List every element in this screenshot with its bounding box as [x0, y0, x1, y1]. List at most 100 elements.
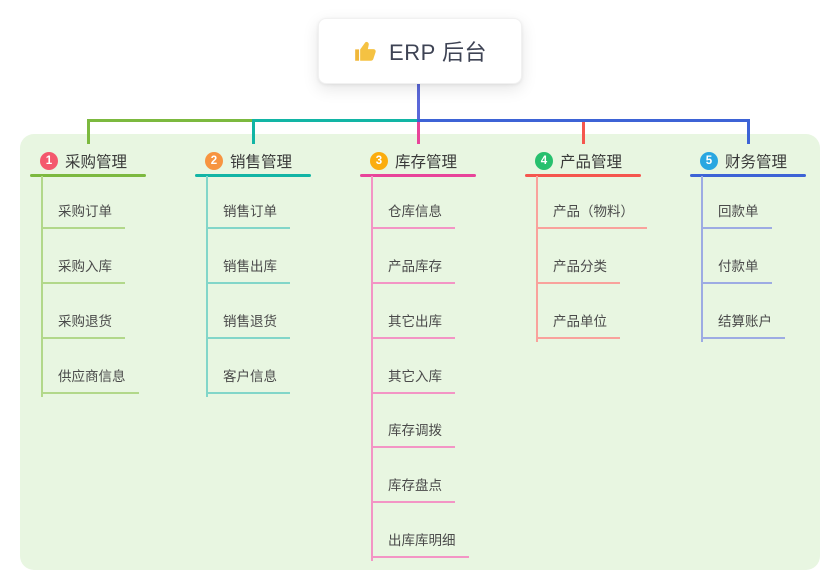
branch-header-2[interactable]: 2 销售管理	[195, 148, 311, 174]
child-label: 其它出库	[388, 313, 442, 329]
branch-children-connector	[371, 176, 373, 562]
child-node[interactable]: 出库库明细	[360, 503, 570, 558]
branch-drop-4	[581, 122, 585, 144]
child-node[interactable]: 结算账户	[690, 284, 839, 339]
child-underline: 采购退货	[41, 310, 125, 339]
child-label: 付款单	[718, 258, 759, 274]
branch-children: 产品（物料） 产品分类产品单位	[525, 174, 735, 339]
child-label: 产品（物料）	[553, 204, 634, 220]
branch-children: 销售订单销售出库销售退货客户信息	[195, 174, 405, 394]
branch-number-badge: 5	[700, 152, 718, 170]
branch-number-badge: 1	[40, 152, 58, 170]
bus-segment-1	[86, 118, 255, 122]
root-label: ERP 后台	[389, 40, 487, 65]
child-label: 结算账户	[718, 313, 772, 329]
mindmap-canvas	[20, 134, 820, 570]
child-label: 产品库存	[388, 258, 442, 274]
child-underline: 销售订单	[206, 200, 290, 230]
child-node[interactable]: 库存调拨	[360, 394, 570, 449]
child-underline: 其它出库	[371, 310, 455, 339]
child-node[interactable]: 其它入库	[360, 339, 570, 394]
child-underline: 采购入库	[41, 255, 125, 284]
child-underline: 产品单位	[536, 310, 620, 339]
child-underline: 库存盘点	[371, 474, 455, 504]
child-underline: 库存调拨	[371, 419, 455, 449]
branch-children: 回款单付款单结算账户	[690, 174, 839, 339]
child-underline: 产品库存	[371, 255, 455, 284]
branch-underline	[195, 174, 311, 177]
branch-children-connector	[41, 176, 43, 397]
child-label: 销售退货	[223, 313, 277, 329]
child-label: 供应商信息	[58, 368, 126, 384]
thumbs-up-icon	[353, 38, 379, 64]
branch-label: 库存管理	[395, 154, 458, 171]
child-underline: 出库库明细	[371, 529, 469, 558]
branch-header-3[interactable]: 3 库存管理	[360, 148, 476, 174]
child-node[interactable]: 供应商信息	[30, 339, 240, 394]
child-label: 库存盘点	[388, 478, 442, 494]
child-node[interactable]: 付款单	[690, 229, 839, 284]
child-underline: 结算账户	[701, 310, 785, 339]
child-node[interactable]: 产品单位	[525, 284, 735, 339]
branch-underline	[360, 174, 476, 177]
child-node[interactable]: 销售出库	[195, 229, 405, 284]
child-node[interactable]: 采购退货	[30, 284, 240, 339]
child-node[interactable]: 采购订单	[30, 174, 240, 230]
child-node[interactable]: 回款单	[690, 174, 839, 230]
child-node[interactable]: 采购入库	[30, 229, 240, 284]
child-underline: 供应商信息	[41, 365, 139, 394]
child-node[interactable]: 其它出库	[360, 284, 570, 339]
child-underline: 产品（物料）	[536, 200, 647, 230]
child-label: 回款单	[718, 204, 759, 220]
child-node[interactable]: 产品分类	[525, 229, 735, 284]
child-node[interactable]: 仓库信息	[360, 174, 570, 230]
branch-header-1[interactable]: 1 采购管理	[30, 148, 146, 174]
child-label: 出库库明细	[388, 532, 456, 548]
branch-drop-2	[251, 118, 255, 144]
branch-number-badge: 2	[205, 152, 223, 170]
branch-drop-1	[86, 118, 90, 144]
branch-drop-3	[416, 122, 420, 144]
child-label: 产品单位	[553, 313, 607, 329]
branch-drop-5	[746, 118, 750, 144]
branch-children-connector	[701, 176, 703, 342]
child-label: 仓库信息	[388, 204, 442, 220]
branch-children-connector	[206, 176, 208, 397]
branch-children: 采购订单采购入库采购退货供应商信息	[30, 174, 240, 394]
bus-segment-3	[416, 118, 750, 122]
child-underline: 产品分类	[536, 255, 620, 284]
child-node[interactable]: 销售退货	[195, 284, 405, 339]
branch-label: 产品管理	[560, 154, 623, 171]
child-underline: 客户信息	[206, 365, 290, 394]
branch-number-badge: 3	[370, 152, 388, 170]
branch-underline	[30, 174, 146, 177]
branch-label: 销售管理	[230, 154, 293, 171]
branch-children-connector	[536, 176, 538, 342]
root-node[interactable]: ERP 后台	[318, 18, 522, 84]
child-label: 库存调拨	[388, 423, 442, 439]
child-node[interactable]: 产品库存	[360, 229, 570, 284]
branch-underline	[525, 174, 641, 177]
child-label: 采购退货	[58, 313, 112, 329]
child-node[interactable]: 库存盘点	[360, 448, 570, 504]
child-underline: 回款单	[701, 200, 772, 230]
child-label: 产品分类	[553, 258, 607, 274]
child-node[interactable]: 销售订单	[195, 174, 405, 230]
child-label: 客户信息	[223, 368, 277, 384]
branch-label: 采购管理	[65, 154, 128, 171]
branch-column-2: 2 销售管理销售订单销售出库销售退货客户信息	[195, 148, 311, 397]
child-label: 销售订单	[223, 204, 277, 220]
bus-segment-2	[251, 118, 420, 122]
child-node[interactable]: 产品（物料）	[525, 174, 735, 230]
child-underline: 付款单	[701, 255, 772, 284]
branch-underline	[690, 174, 806, 177]
child-underline: 仓库信息	[371, 200, 455, 230]
child-label: 销售出库	[223, 258, 277, 274]
child-node[interactable]: 客户信息	[195, 339, 405, 394]
